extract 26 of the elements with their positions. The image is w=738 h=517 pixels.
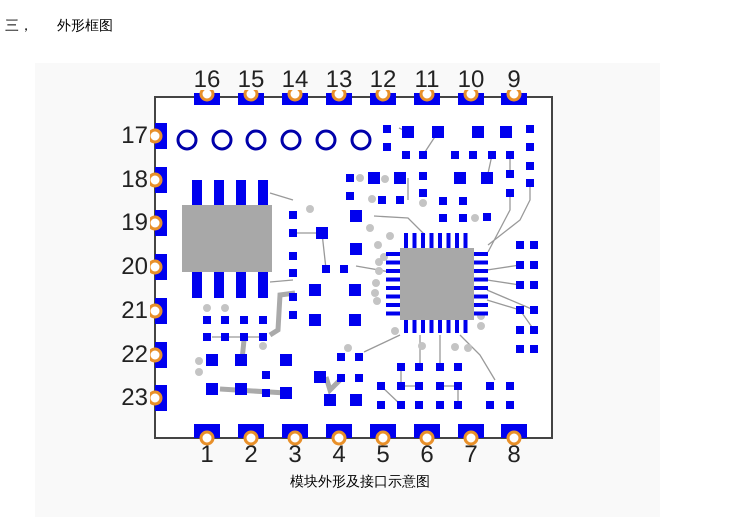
pin-number: 3 — [287, 441, 303, 469]
pin-number: 18 — [120, 166, 148, 194]
pin-number: 5 — [375, 441, 391, 469]
pin-number: 11 — [414, 66, 440, 94]
pin-number: 8 — [506, 441, 522, 469]
pin-number: 9 — [506, 66, 522, 94]
pin-number: 7 — [463, 441, 479, 469]
caption: 模块外形及接口示意图 — [289, 473, 431, 492]
pin-number: 23 — [120, 384, 148, 412]
section-number: 三， — [5, 17, 34, 35]
pin-number: 14 — [280, 66, 310, 94]
pin-number: 10 — [456, 66, 486, 94]
pin-number: 16 — [192, 66, 222, 94]
pin-number: 4 — [331, 441, 347, 469]
heading: 外形框图 — [57, 17, 113, 35]
pin-number: 1 — [199, 441, 215, 469]
pin-number: 17 — [120, 122, 148, 150]
pin-number: 13 — [324, 66, 354, 94]
pin-number: 21 — [120, 297, 148, 325]
pin-number: 12 — [368, 66, 398, 94]
pin-number: 20 — [120, 253, 148, 281]
pin-number: 6 — [419, 441, 435, 469]
pin-number: 2 — [243, 441, 259, 469]
pin-number: 19 — [120, 209, 148, 237]
pin-number: 22 — [120, 341, 148, 369]
pin-number: 15 — [236, 66, 266, 94]
